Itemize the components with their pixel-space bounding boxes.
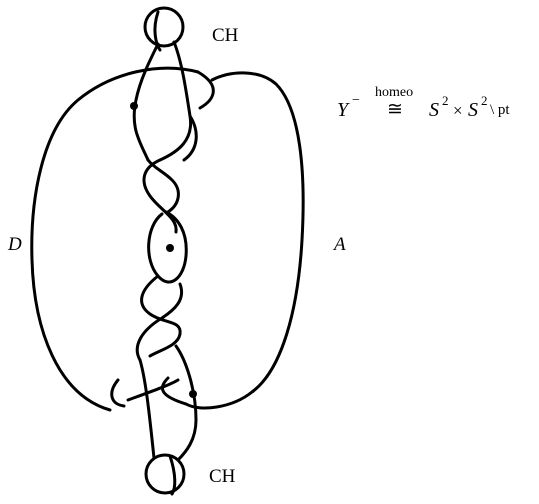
middle-oval [147,210,188,284]
formula-homeo: homeo [375,85,414,100]
dot-middle [166,244,174,252]
strand-top-right [158,40,193,162]
label-a: A [334,234,346,255]
twist-upper-a [142,158,178,234]
homeo-formula: Y − homeo ≅ S 2 × S 2 \ pt [337,86,537,126]
twist-lower-b [135,282,183,362]
formula-tail: \ pt [490,102,510,118]
strand-bottom-cross [110,378,126,408]
twist-lower-c [148,332,182,358]
twist-lower-a [140,274,182,336]
formula-y: Y [337,99,349,121]
component-a-strand-lower [160,376,188,406]
strand-top-link [153,10,162,52]
handle-circle-top [143,6,185,48]
formula-s2: S [468,99,478,121]
formula-times: × [453,101,463,120]
formula-s1: S [429,99,439,121]
strand-bottom-left [138,358,156,460]
formula-minus: − [352,93,360,108]
formula-exp1: 2 [442,93,449,108]
strand-bottom-link [168,454,177,496]
twist-upper-c [182,114,198,162]
formula-cong: ≅ [387,99,403,120]
formula-exp2: 2 [481,93,488,108]
label-ch-top: CH [212,25,239,46]
twist-upper-b [146,158,180,214]
label-ch-bottom: CH [209,466,236,487]
strand-bottom-right [174,344,198,462]
component-a-loop [184,71,305,410]
dot-upper [130,102,138,110]
label-d: D [8,234,22,255]
component-d-strand-upper [196,70,215,110]
dot-lower [189,390,197,398]
strand-top-left [132,42,160,162]
handle-circle-bottom [144,453,186,495]
component-d-loop [30,66,200,412]
component-d-strand-lower [126,378,180,402]
